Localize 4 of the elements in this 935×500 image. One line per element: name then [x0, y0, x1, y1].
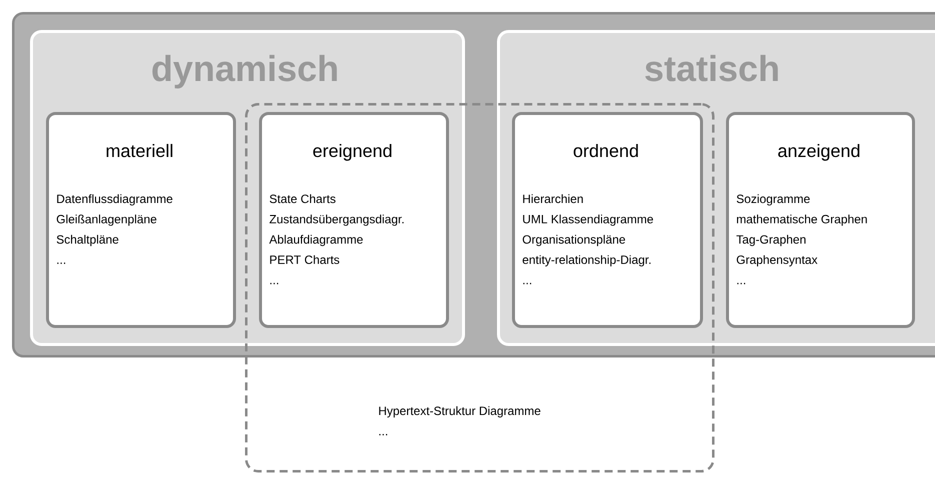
category-box: ordnend Hierarchien UML Klassendiagramme Organisationspläne entity-relationship-Diagr. ...: [512, 112, 703, 328]
category-box: ereignend State Charts Zustandsübergangsdiagr. Ablaufdiagramme PERT Charts ...: [259, 112, 449, 328]
category-box: anzeigend Soziogramme mathematische Graphen Tag-Graphen Graphensyntax ...: [726, 112, 915, 328]
category-box: materiell Datenflussdiagramme Gleißanlagenpläne Schaltpläne ...: [46, 112, 236, 328]
